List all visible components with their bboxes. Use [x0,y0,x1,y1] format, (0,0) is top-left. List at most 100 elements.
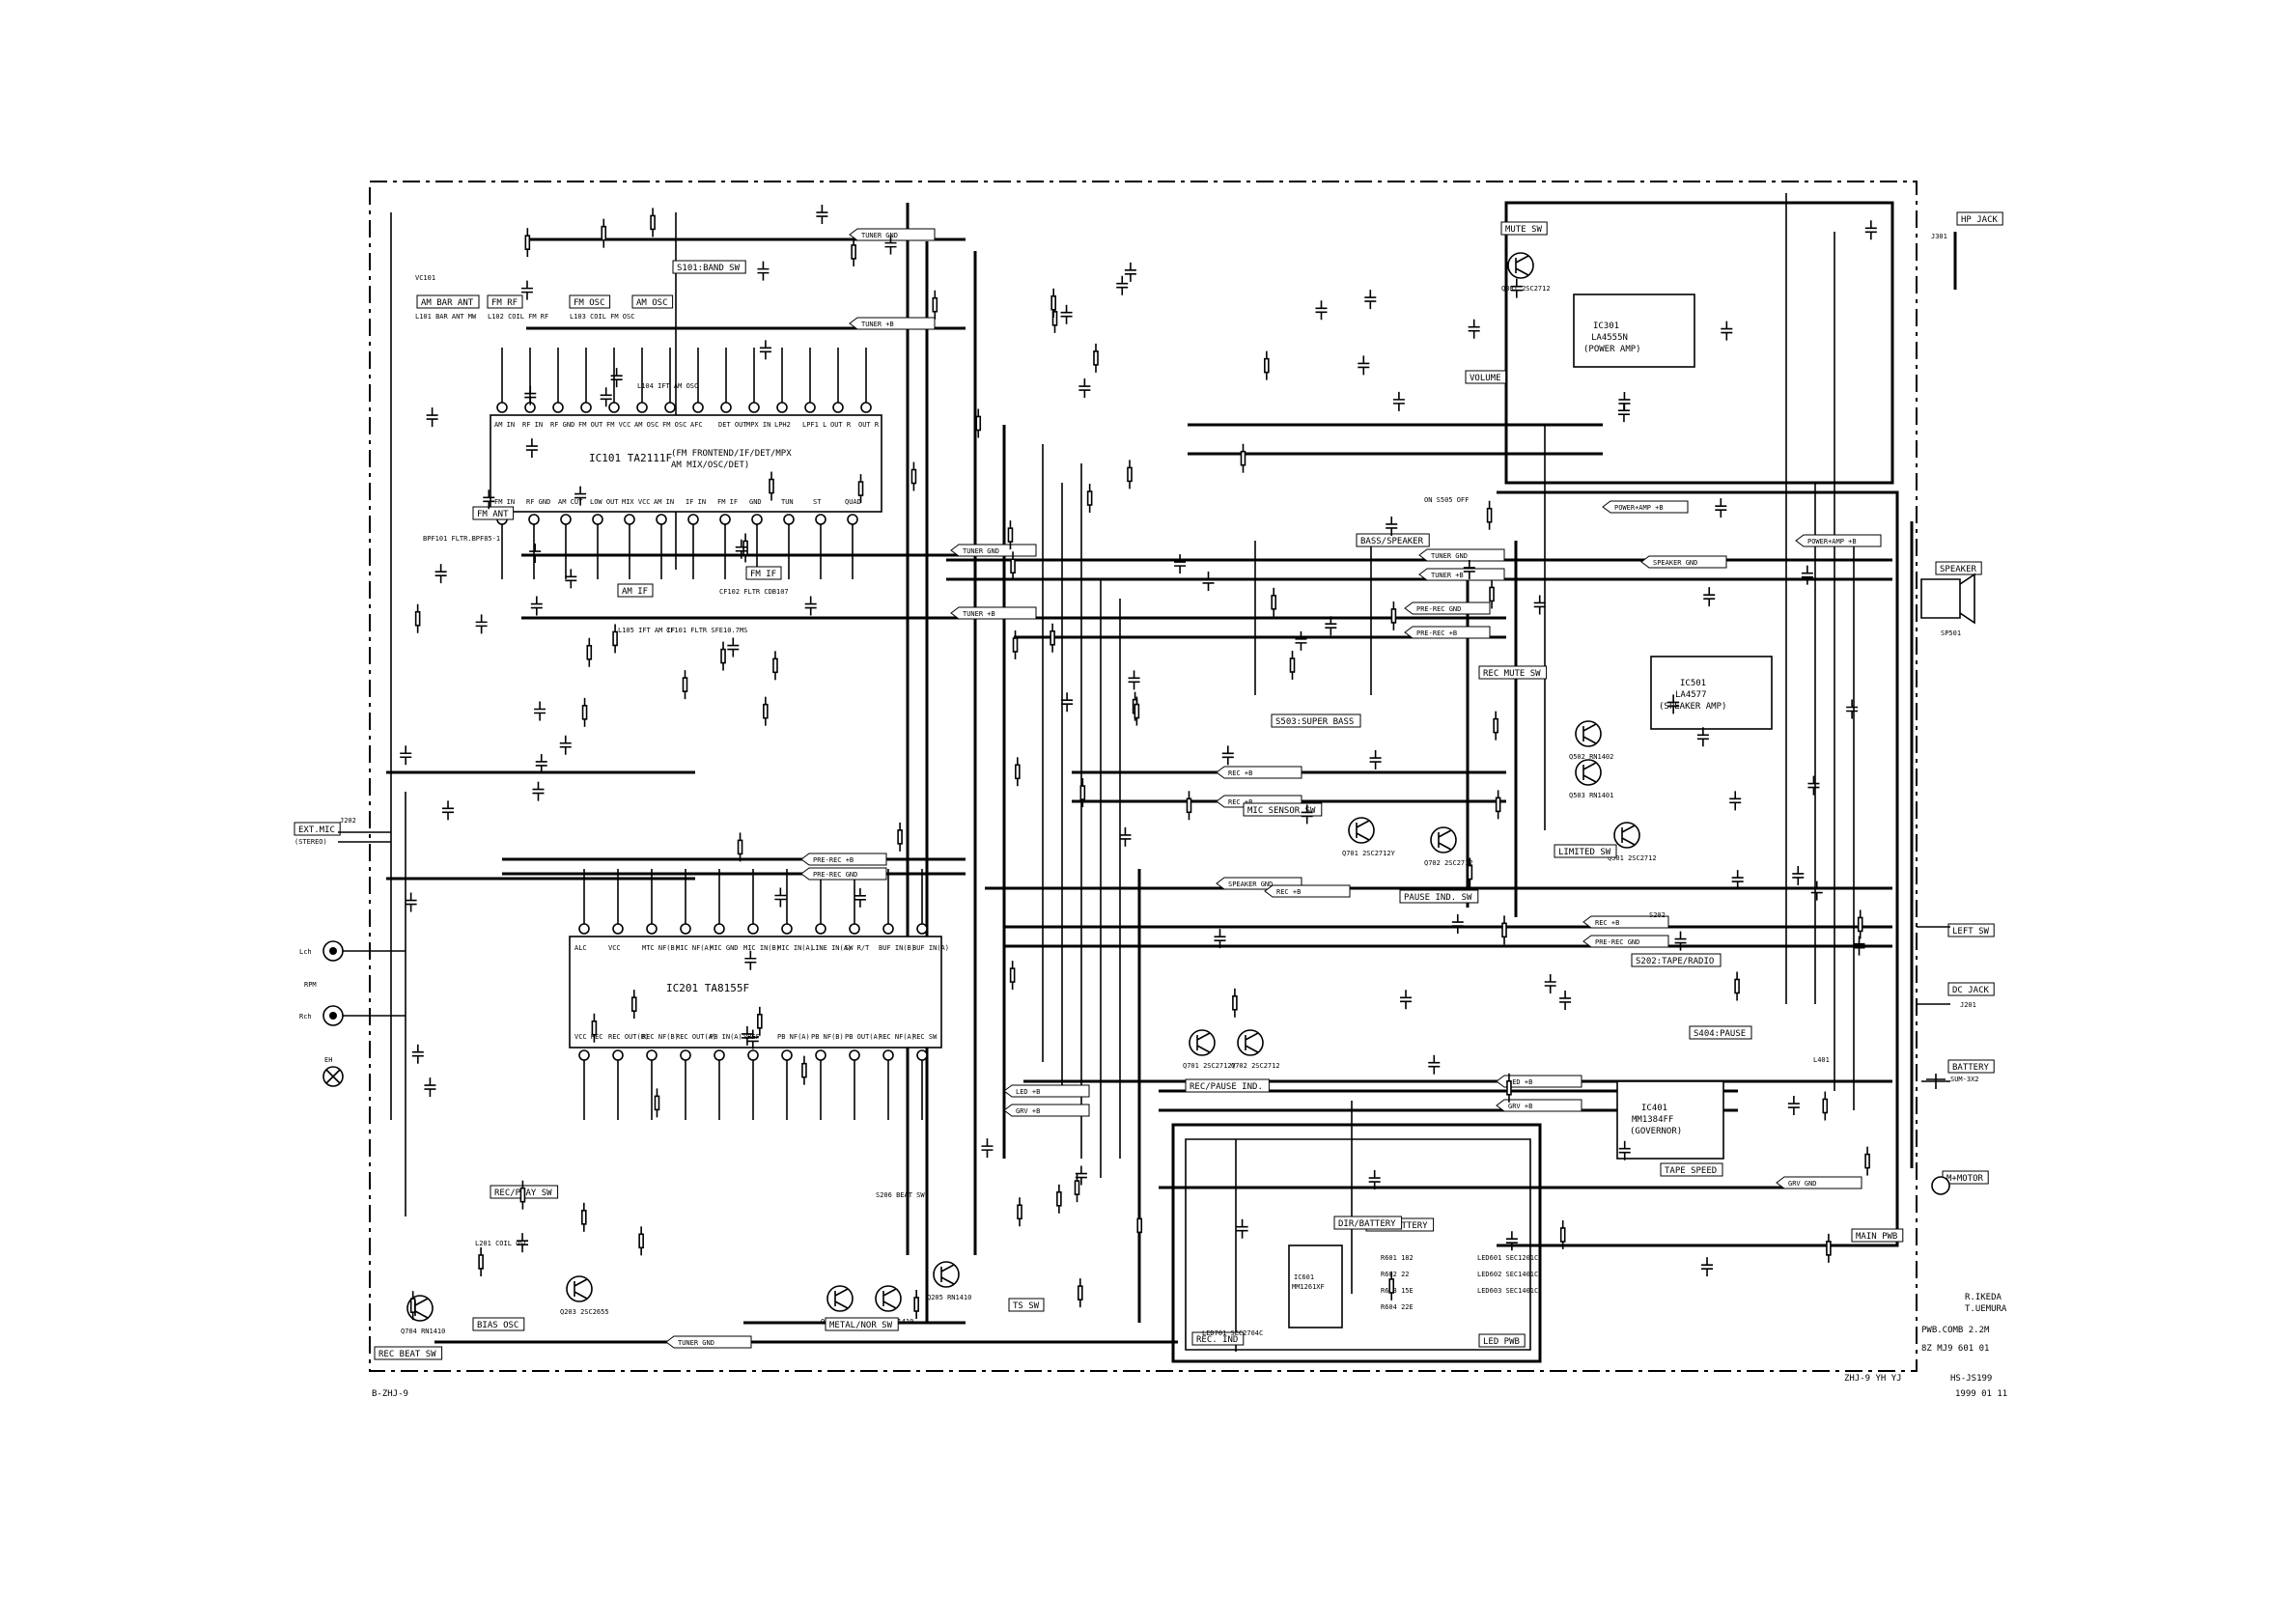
rail-tag: PRE-REC GND [1416,605,1461,613]
capacitor-symbol [1510,278,1523,298]
section-label-box [569,294,611,309]
ic101-bottom-pin-label: QUAD [845,498,861,506]
svg-text:LA4577: LA4577 [1675,690,1707,700]
capacitor-symbol [854,887,866,908]
rail-tag: PRE-REC +B [813,856,854,864]
capacitor-symbol [483,489,495,510]
ic201-pin [612,923,624,935]
section-label-box [1956,211,2003,226]
capacitor-symbol [1116,275,1129,295]
section-label: REC BEAT SW [378,1350,436,1359]
resistor-symbol [757,1014,763,1029]
transistor-label: Q702 2SC2712 [1424,859,1473,867]
capacitor-symbol [1451,914,1464,935]
rail-tag: POWER+AMP +B [1807,538,1857,545]
ic101-pin [528,514,540,525]
transistor-symbol [566,1275,593,1302]
capacitor-symbol [816,205,828,225]
svg-text:AM MIX/OSC/DET): AM MIX/OSC/DET) [671,461,749,470]
section-label: MUTE SW [1505,225,1543,235]
resistor-symbol [857,481,864,496]
svg-text:IC301: IC301 [1593,322,1619,331]
capacitor-symbol [559,735,572,755]
capacitor-symbol [1119,826,1132,847]
part-label: LED701 SEC2704C [1202,1329,1263,1337]
ic101-bottom-pin-label: FM IN [494,498,515,506]
resistor-symbol [1493,717,1498,734]
transistor-label: Q701 2SC2712Y [1183,1062,1237,1070]
section-label: LED PWB [1483,1337,1520,1347]
ic201-top-pin-label: SW R/T [845,944,870,952]
rail-tag: TUNER GND [1431,552,1468,560]
ic101-bottom-pin-label: GND [749,498,762,506]
section-label-box [1478,1333,1526,1348]
section-label: TAPE SPEED [1665,1166,1717,1176]
resistor-symbol [581,1210,587,1225]
ic201-pin [714,923,725,935]
ic101-pin [860,402,872,413]
section-label: FM IF [750,570,776,579]
capacitor-symbol [1533,595,1546,615]
ic101-top-pin-label: AM OSC [634,421,658,429]
resistor-symbol [682,677,688,692]
part-label: L105 IFT AM IF [618,627,675,634]
rail-tag: REC +B [1276,888,1301,896]
capacitor-symbol [1810,881,1823,901]
capacitor-symbol [727,637,740,657]
ic201-pin [578,1049,590,1061]
svg-text:(GOVERNOR): (GOVERNOR) [1630,1127,1682,1136]
part-label: CF101 FLTR SFE10.7MS [666,627,747,634]
resistor-symbol [1289,657,1296,673]
resistor-symbol [1077,1285,1083,1300]
board-outline [369,181,1918,1372]
transistor-label: Q502 RN1402 [1569,753,1613,761]
capacitor-symbol [1701,1257,1714,1277]
capacitor-symbol [1559,990,1572,1010]
ic101-top-pin-label: RF GND [550,421,574,429]
part-label: Rch [299,1013,312,1021]
part-label: (STEREO) [294,838,327,846]
transistor-symbol [875,1285,902,1312]
resistor-symbol [519,1187,526,1203]
capacitor-symbol [744,950,757,970]
ic201-bottom-pin-label: PB NF(B) [811,1033,844,1041]
capacitor-symbol [532,781,545,801]
resistor-symbol [910,468,917,485]
resistor-symbol [1388,1278,1395,1294]
svg-text:MM1261XF: MM1261XF [1292,1283,1325,1291]
rail-tag: REC +B [1595,919,1619,927]
capacitor-symbol [774,887,787,908]
ic101-pin [847,514,858,525]
svg-text:IC401: IC401 [1641,1104,1667,1113]
resistor-symbol [772,657,778,674]
capacitor-symbol [1696,727,1709,747]
ic201-top-pin-label: VCC [608,944,621,952]
ic101-bottom-pin-label: AM CUT [558,498,583,506]
resistor-symbol [1012,637,1019,653]
ic101-bottom-pin-label: TUN [781,498,794,506]
part-labels: SP501SUM-3X2J201J301(STEREO)J202RPMEHLch… [294,205,1979,1337]
capacitor-symbol [1301,804,1313,825]
date: 1999 01 11 [1955,1389,2007,1399]
section-label-box [745,566,782,580]
section-label: M+MOTOR [1946,1174,1984,1184]
transistor-symbol [1189,1029,1216,1056]
section-label-box [1554,844,1617,858]
capacitor-symbol [1061,692,1074,713]
capacitor-symbol [757,261,770,281]
part-label: L104 IFT AM OSC [637,382,698,390]
ic101-pin [783,514,795,525]
capacitor-symbol [1236,1218,1248,1239]
ic201-pin [747,1049,759,1061]
resistor-symbol [1086,490,1093,506]
section-label-box [1660,1162,1723,1177]
ic501: IC501 LA4577 (SPEAKER AMP) [1650,656,1773,730]
section-label-box [294,822,341,836]
part-label: R602 22 [1381,1271,1410,1278]
resistor-symbol [737,839,743,855]
capacitor-symbol [434,564,447,584]
section-label-box [1500,221,1548,236]
ic201-bottom-pin-label: REC SW [912,1033,938,1041]
svg-text:IC601: IC601 [1294,1273,1314,1281]
